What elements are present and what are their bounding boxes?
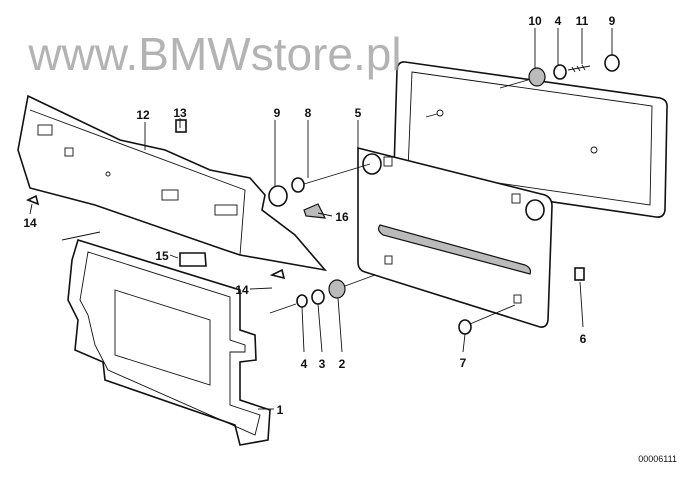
part-label-5: 5 — [355, 106, 362, 120]
part-label-1: 1 — [277, 403, 284, 417]
part-label-6: 6 — [580, 332, 587, 346]
bumper-trim — [17, 94, 328, 272]
part-label-16: 16 — [335, 210, 349, 224]
base-plate — [357, 146, 585, 328]
fastener-stack-top — [499, 28, 620, 89]
part-label-12: 12 — [136, 108, 150, 122]
plate-bracket — [61, 231, 271, 446]
part-label-3: 3 — [319, 357, 326, 371]
part-label-13: 13 — [173, 106, 187, 120]
part-label-14-mid: 14 — [235, 283, 249, 297]
watermark: www.BMWstore.pl — [27, 28, 401, 80]
part-label-4-top: 4 — [555, 14, 562, 28]
part-label-15: 15 — [155, 249, 169, 263]
leader-lines — [29, 118, 584, 410]
part-label-9-top: 9 — [609, 14, 616, 28]
part-label-10: 10 — [528, 14, 542, 28]
part-label-8: 8 — [305, 106, 312, 120]
part-label-11: 11 — [576, 14, 589, 28]
diagram-code: 00006111 — [638, 454, 677, 464]
part-label-7: 7 — [460, 356, 467, 370]
part-label-9-mid: 9 — [274, 106, 281, 120]
fasteners-middle — [26, 163, 516, 335]
part-label-2: 2 — [339, 357, 346, 371]
part-label-14-left: 14 — [23, 216, 37, 230]
part-label-4-bottom: 4 — [301, 357, 308, 371]
